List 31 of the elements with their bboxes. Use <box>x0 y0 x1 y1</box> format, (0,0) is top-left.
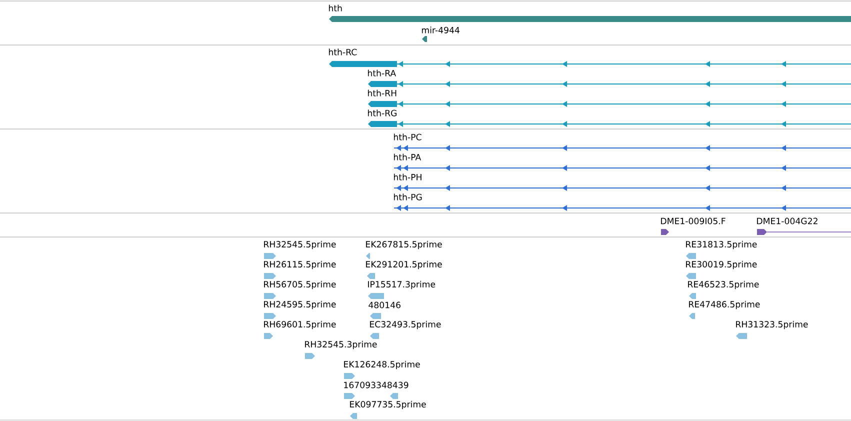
feature-label: 480146 <box>368 302 400 308</box>
feature-label: RE30019.5prime <box>686 260 757 270</box>
feature-label: hth-RG <box>368 110 397 116</box>
feature-label: RE47486.5prime <box>689 300 760 310</box>
feature-label: EK267815.5prime <box>366 240 442 250</box>
feature-label: hth-PC <box>394 134 422 140</box>
feature-label: RH69601.5prime <box>264 320 336 330</box>
feature-label: hth-RC <box>329 48 357 56</box>
feature-label: mir-4944 <box>422 26 460 34</box>
feature-label: RE46523.5prime <box>688 280 759 290</box>
feature-label: IP15517.3prime <box>368 280 436 290</box>
feature-label: DME1-004G22 <box>757 218 818 224</box>
feature-label: RH56705.5prime <box>264 280 336 290</box>
feature-label: RH32545.3prime <box>305 340 377 350</box>
feature-label: EC32493.5prime <box>370 320 441 330</box>
feature-label: EK097735.5prime <box>350 400 426 410</box>
feature-label: 167093348439 <box>344 382 408 388</box>
feature-label: RH32545.5prime <box>264 240 336 250</box>
feature-label: hth-RA <box>368 70 396 76</box>
feature-label: hth-PH <box>394 174 422 180</box>
feature-label: RH31323.5prime <box>736 320 808 330</box>
feature-label: EK291201.5prime <box>366 260 442 270</box>
feature-label: hth-PG <box>394 194 422 200</box>
feature-label: hth-PA <box>394 154 422 160</box>
feature-label: RE31813.5prime <box>686 240 757 250</box>
feature-label: hth <box>329 4 342 12</box>
feature-label: RH26115.5prime <box>264 260 336 270</box>
feature-label: RH24595.5prime <box>264 300 336 310</box>
feature-label: hth-RH <box>368 90 396 96</box>
feature-label: DME1-009I05.F <box>661 218 726 224</box>
feature-label: EK126248.5prime <box>344 360 420 370</box>
